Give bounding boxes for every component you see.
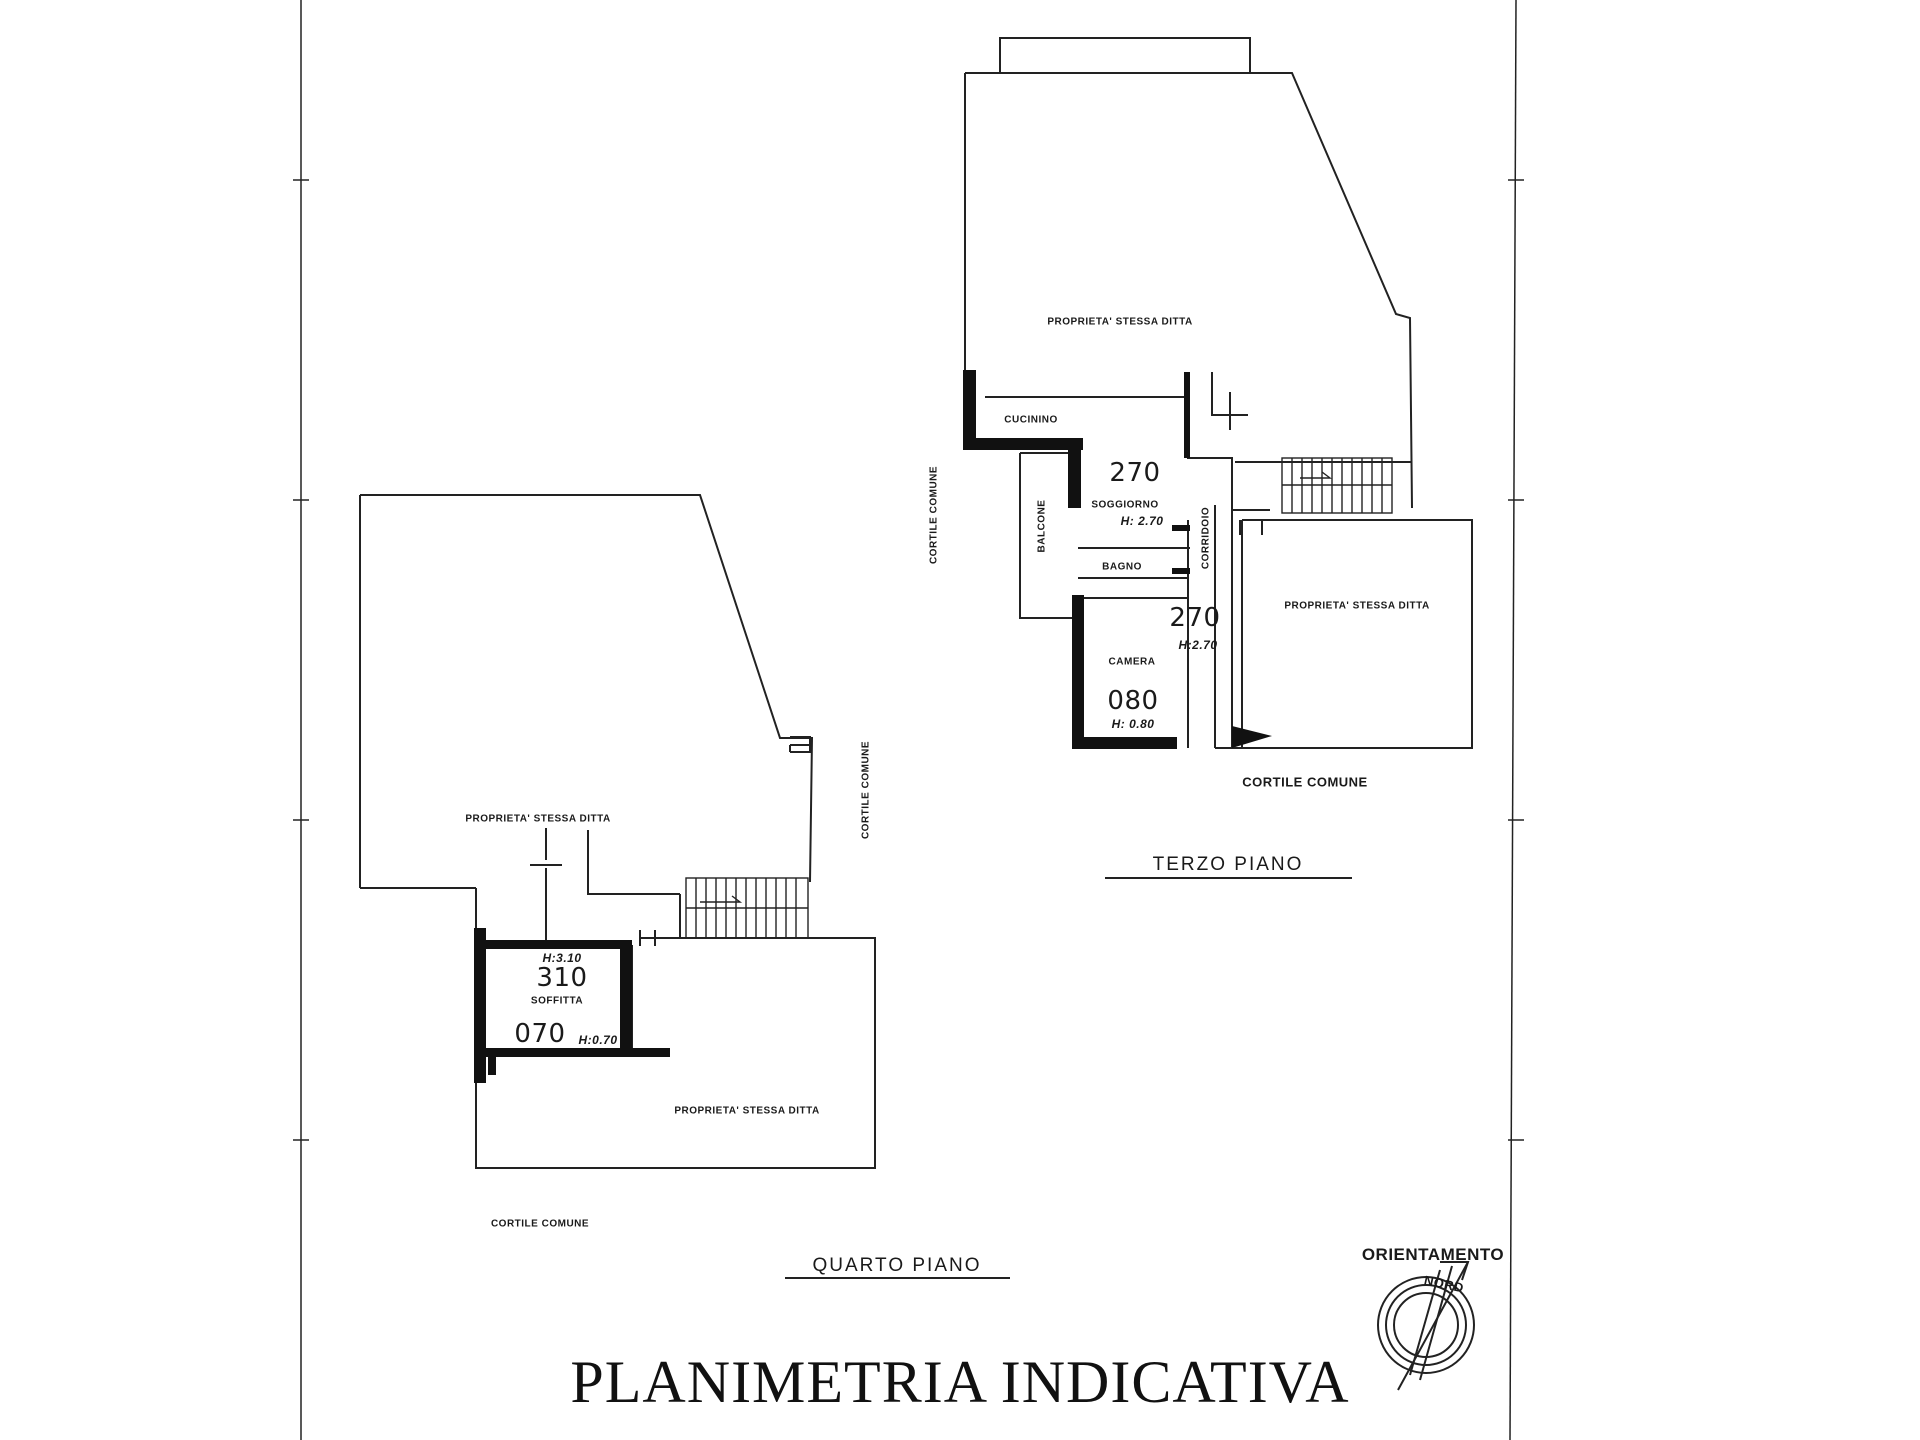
quarto-soffitta-height-value-2: 070 bbox=[514, 1019, 566, 1049]
terzo-piano-plan bbox=[964, 37, 1473, 749]
terzo-room-balcone: BALCONE bbox=[1036, 499, 1048, 553]
terzo-courtyard-bottom: CORTILE COMUNE bbox=[1242, 774, 1368, 790]
terzo-courtyard-left: CORTILE COMUNE bbox=[928, 465, 940, 565]
quarto-soffitta-height-label-2: H:0.70 bbox=[578, 1033, 618, 1047]
quarto-room-soffitta: SOFFITTA bbox=[530, 995, 584, 1007]
terzo-room-camera: CAMERA bbox=[1108, 656, 1156, 668]
terzo-camera-height-label-2: H: 0.80 bbox=[1111, 717, 1155, 731]
terzo-piano-thick-walls bbox=[963, 370, 1272, 749]
quarto-piano-thick-walls bbox=[474, 928, 670, 1083]
terzo-soggiorno-height-label: H: 2.70 bbox=[1120, 514, 1164, 528]
page-title: PLANIMETRIA INDICATIVA bbox=[570, 1349, 1350, 1415]
terzo-room-propr-top: PROPRIETA' STESSA DITTA bbox=[1047, 316, 1193, 328]
sheet-frame bbox=[293, 0, 1524, 1440]
quarto-courtyard-right: CORTILE COMUNE bbox=[860, 740, 872, 840]
terzo-room-cucinino: CUCININO bbox=[1004, 414, 1058, 426]
quarto-soffitta-height-label-1: H:3.10 bbox=[542, 951, 582, 965]
terzo-room-soggiorno: SOGGIORNO bbox=[1091, 499, 1159, 511]
quarto-courtyard-bottom: CORTILE COMUNE bbox=[490, 1218, 590, 1230]
quarto-soffitta-height-value-1: 310 bbox=[536, 963, 588, 993]
terzo-camera-height-value-2: 080 bbox=[1107, 686, 1159, 716]
terzo-camera-height-label-1: H:2.70 bbox=[1178, 638, 1218, 652]
compass-north-arrow-icon bbox=[1377, 1261, 1475, 1391]
terzo-piano-caption: TERZO PIANO bbox=[1152, 854, 1304, 875]
terzo-camera-height-value-1: 270 bbox=[1169, 603, 1221, 633]
quarto-piano-caption: QUARTO PIANO bbox=[812, 1255, 982, 1276]
terzo-room-propr-right: PROPRIETA' STESSA DITTA bbox=[1284, 600, 1430, 612]
terzo-piano-stairs bbox=[1281, 457, 1393, 514]
terzo-soggiorno-height-value: 270 bbox=[1109, 458, 1161, 488]
quarto-room-propr-top: PROPRIETA' STESSA DITTA bbox=[465, 813, 611, 825]
terzo-room-bagno: BAGNO bbox=[1102, 561, 1142, 573]
orientation-label: ORIENTAMENTO bbox=[1361, 1245, 1505, 1264]
quarto-piano-plan bbox=[359, 494, 876, 1169]
quarto-room-propr-bottom: PROPRIETA' STESSA DITTA bbox=[674, 1105, 820, 1117]
quarto-piano-stairs bbox=[685, 877, 809, 939]
terzo-room-corridoio: CORRIDOIO bbox=[1200, 506, 1212, 570]
